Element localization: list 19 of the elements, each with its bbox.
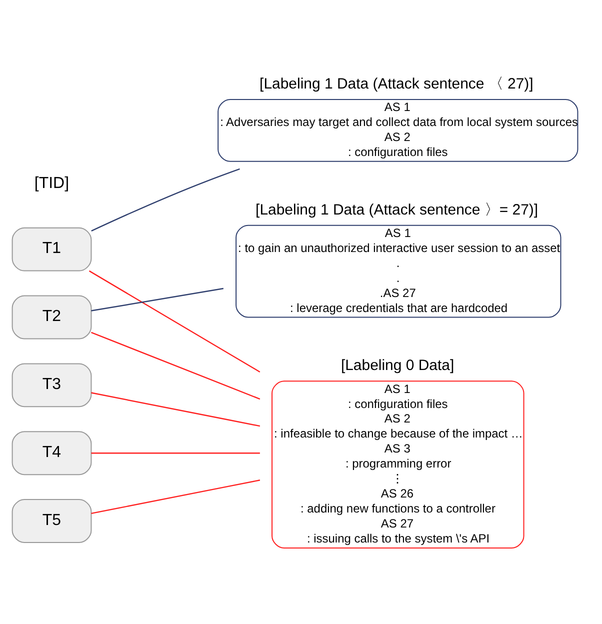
node-box: AS 1 : to gain an unauthorized interactive user session to an asset . . .AS 27 : leverage credentials that are hardcoded (236, 224, 562, 318)
connector (91, 480, 260, 514)
connector (91, 332, 260, 400)
node-box: T5 (12, 499, 92, 544)
node-box: T2 (12, 295, 92, 340)
node-box: T4 (12, 431, 92, 476)
label: [TID] (34, 175, 70, 192)
node-label: [Labeling 0 Data] (340, 357, 454, 374)
connector (88, 270, 260, 372)
node-box: AS 1 : Adversaries may target and collect data from local system sources AS 2 : configuration files (218, 98, 578, 162)
node-box: AS 1 : configuration files AS 2 : infeasible to change because of the impact … AS 3 : programming error ⋮ AS 26 : adding new functions to a controller AS 27 : issuing calls to the system \'s API (272, 380, 524, 548)
node-box: T3 (12, 363, 92, 408)
node-label: [Labeling 1 Data (Attack sentence 〉= 27)] (256, 201, 538, 218)
connector (91, 288, 224, 312)
connector (91, 168, 240, 232)
node-label: [Labeling 1 Data (Attack sentence 〈 27)] (260, 75, 534, 92)
connector (91, 452, 260, 454)
connector (91, 392, 260, 427)
node-box: T1 (12, 227, 92, 272)
